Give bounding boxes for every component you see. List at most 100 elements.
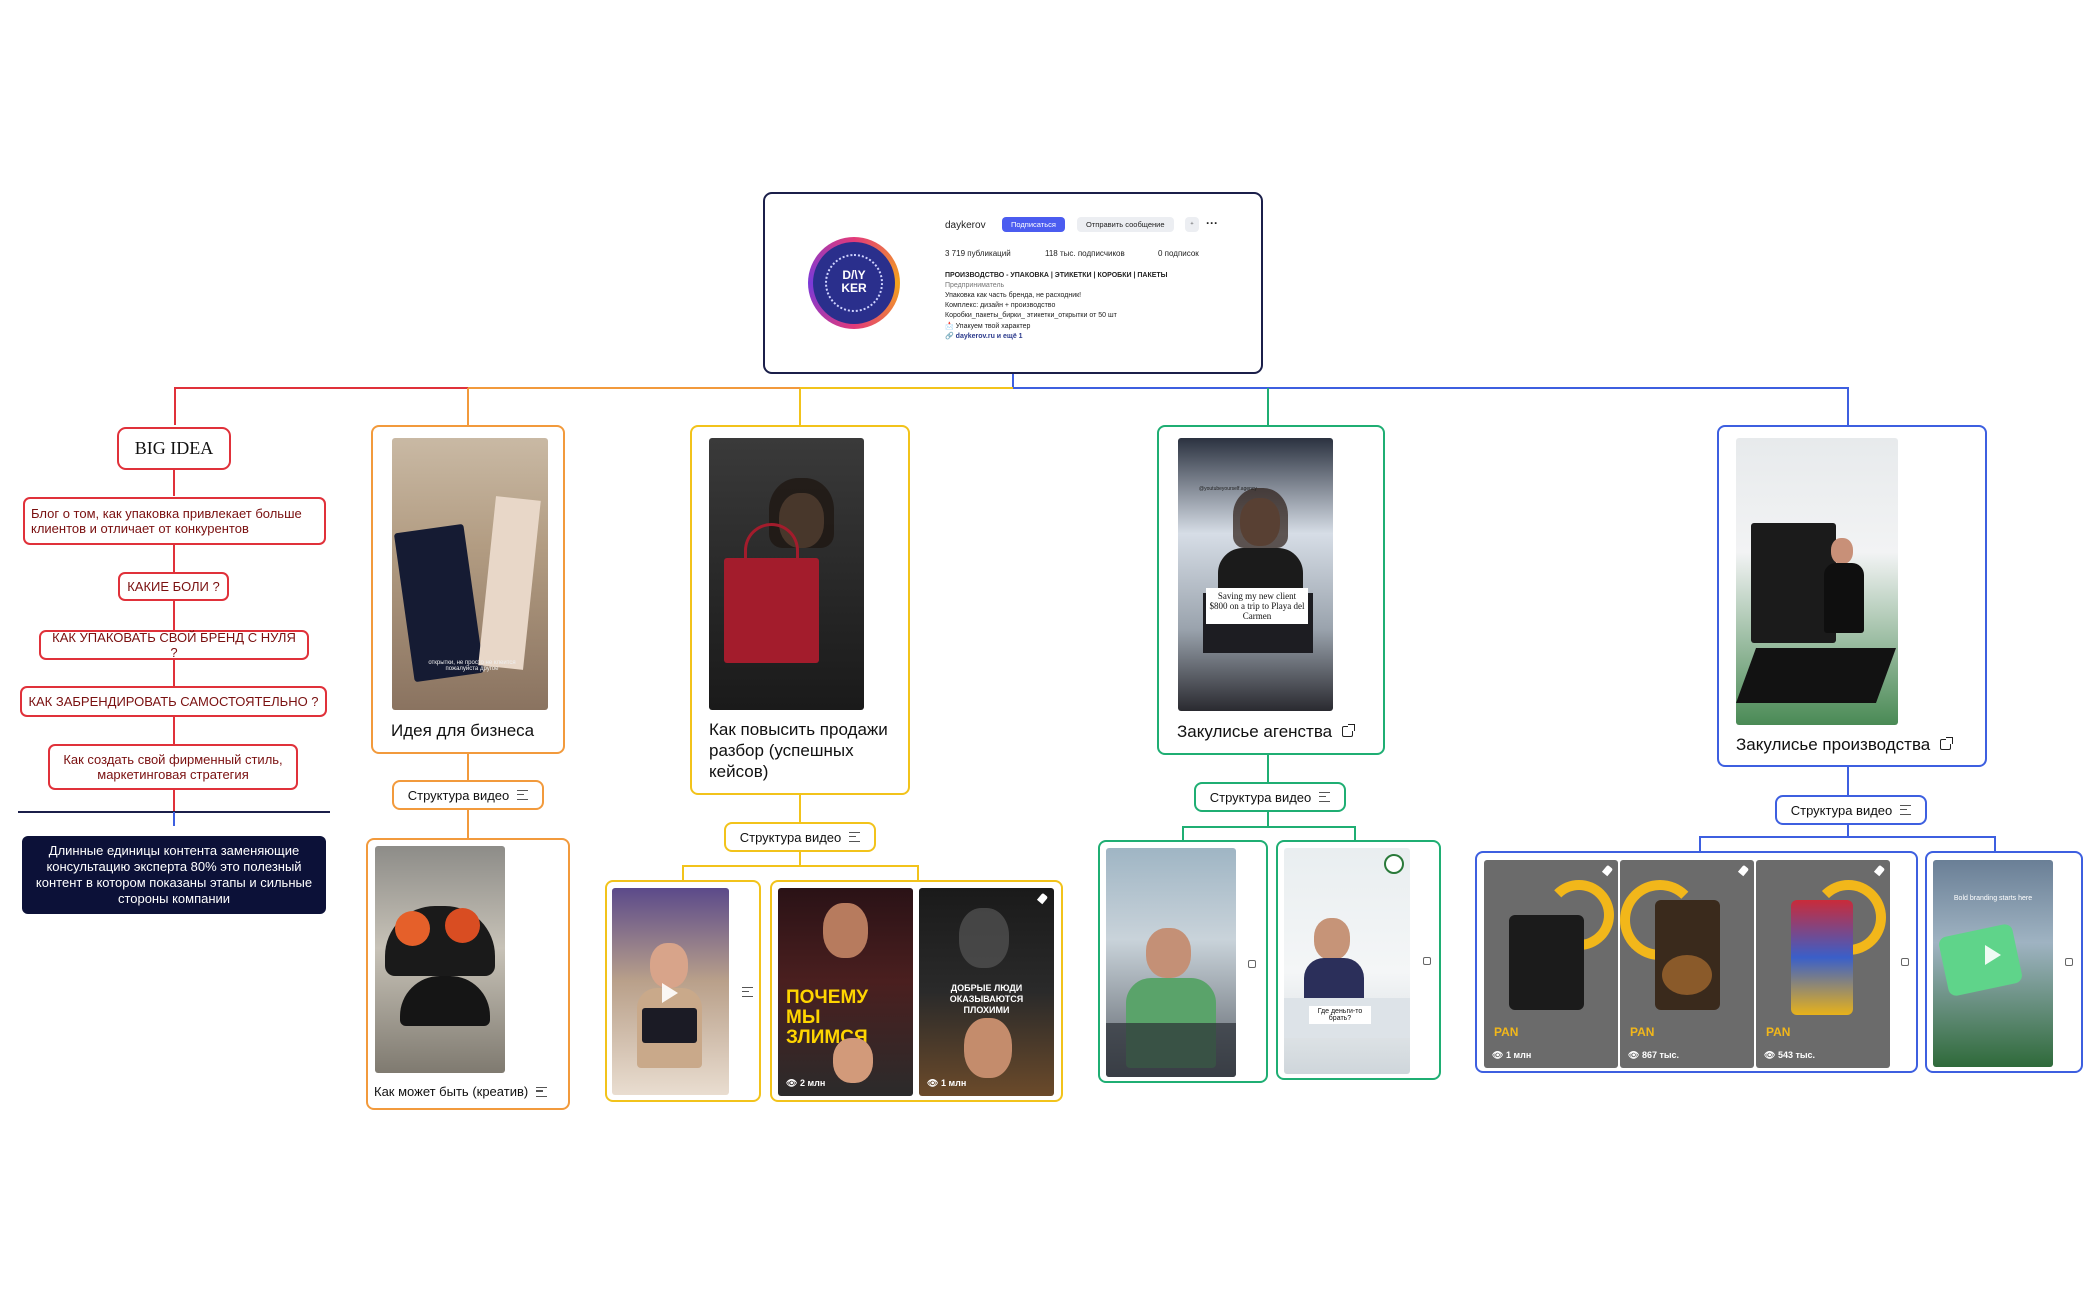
external-link-icon[interactable] — [1248, 960, 1256, 968]
brand-logo-avatar: D/\Y KER — [808, 237, 900, 329]
view-count-text: 1 млн — [940, 1078, 967, 1088]
reel-thumbnail[interactable] — [612, 888, 729, 1095]
profile-username: daykerov — [945, 220, 986, 231]
reel-example-node[interactable] — [1098, 840, 1268, 1083]
video-thumbnail[interactable]: открытки, не просто не клеится пожалуйст… — [392, 438, 548, 710]
video-thumbnail[interactable]: @youtubeyourself.agency Saving my new cl… — [1178, 438, 1333, 711]
notes-icon — [849, 832, 861, 842]
external-link-icon[interactable] — [1901, 958, 1909, 966]
reel-thumbnail[interactable]: PAN 👁 867 тыс. — [1620, 860, 1754, 1068]
reel-example-node[interactable]: Где деньги-то брать? — [1276, 840, 1441, 1080]
branch-title: Идея для бизнеса — [391, 721, 535, 740]
pill-label: Структура видео — [739, 829, 842, 845]
reel-thumbnail[interactable]: Где деньги-то брать? — [1284, 848, 1410, 1074]
question-node[interactable]: КАК УПАКОВАТЬ СВОЙ БРЕНД С НУЛЯ ? — [39, 630, 309, 660]
notes-icon — [517, 790, 529, 800]
branch-idea-business[interactable]: открытки, не просто не клеится пожалуйст… — [371, 425, 565, 754]
reels-pair-node[interactable]: ПОЧЕМУ МЫ ЗЛИМСЯ 👁 2 млн ДОБРЫЕ ЛЮДИ ОКА… — [770, 880, 1063, 1102]
blog-description-node[interactable]: Блог о том, как упаковка привлекает боль… — [23, 497, 326, 545]
thumbnail-caption: Где деньги-то брать? — [1309, 1006, 1371, 1024]
view-count: 👁 867 тыс. — [1628, 1050, 1680, 1060]
video-structure-button[interactable]: Структура видео — [1194, 782, 1346, 812]
bio-link[interactable]: 🔗 daykerov.ru и ещё 1 — [945, 333, 1023, 340]
branch-sales-analysis[interactable]: Как повысить продажи разбор (успешных ке… — [690, 425, 910, 795]
brand-mark: PAN — [1630, 1025, 1655, 1039]
bio-line: 📩 Упакуем твой характер — [945, 323, 1031, 330]
question-node[interactable]: КАК ЗАБРЕНДИРОВАТЬ САМОСТОЯТЕЛЬНО ? — [20, 686, 327, 717]
reel-example-node[interactable] — [605, 880, 761, 1102]
creative-caption: Как может быть (креатив) — [374, 1084, 529, 1099]
branch-production-backstage[interactable]: Закулисье производства — [1717, 425, 1987, 767]
pill-label: Структура видео — [1209, 789, 1312, 805]
play-icon — [1985, 945, 2001, 965]
reel-thumbnail[interactable] — [1106, 848, 1236, 1077]
reel-thumbnail[interactable]: ДОБРЫЕ ЛЮДИ ОКАЗЫВАЮТСЯ ПЛОХИМИ 👁 1 млн — [919, 888, 1054, 1096]
reel-thumbnail[interactable]: Bold branding starts here — [1933, 860, 2053, 1067]
following-count[interactable]: 0 подписок — [1158, 249, 1199, 258]
bio-line: Коробки_пакеты_бирки_ этикетки_открытки … — [945, 312, 1117, 319]
logo-text: D/\Y KER — [841, 268, 867, 295]
creative-thumbnail[interactable] — [375, 846, 505, 1073]
thumbnail-caption: открытки, не просто не клеится пожалуйст… — [428, 660, 516, 672]
follow-button[interactable]: Подписаться — [1002, 217, 1065, 232]
posts-count: 3 719 публикаций — [945, 249, 1011, 258]
notes-icon — [1900, 805, 1912, 815]
notes-icon — [742, 987, 753, 997]
play-icon — [662, 983, 678, 1003]
brand-mark: PAN — [1494, 1025, 1519, 1039]
reels-row-node[interactable]: PAN 👁 1 млн PAN 👁 867 тыс. PAN 👁 543 тыс… — [1475, 851, 1918, 1073]
reel-thumbnail[interactable]: PAN 👁 543 тыс. — [1756, 860, 1890, 1068]
bio-title: ПРОИЗВОДСТВО - УПАКОВКА | ЭТИКЕТКИ | КОР… — [945, 272, 1168, 279]
video-structure-button[interactable]: Структура видео — [392, 780, 544, 810]
branch-agency-backstage[interactable]: @youtubeyourself.agency Saving my new cl… — [1157, 425, 1385, 755]
pin-icon — [1601, 864, 1614, 877]
video-structure-button[interactable]: Структура видео — [1775, 795, 1927, 825]
reel-thumbnail[interactable]: PAN 👁 1 млн — [1484, 860, 1618, 1068]
more-options-icon[interactable]: ··· — [1206, 216, 1218, 230]
view-count: 👁 543 тыс. — [1764, 1050, 1816, 1060]
notes-icon — [1319, 792, 1331, 802]
branch-title-row: Закулисье производства — [1736, 734, 1953, 755]
view-count: 👁 1 млн — [927, 1078, 967, 1088]
bio-line: Упаковка как часть бренда, не расходник! — [945, 292, 1082, 299]
pill-label: Структура видео — [1790, 802, 1893, 818]
creative-example-node[interactable]: Как может быть (креатив) — [366, 838, 570, 1110]
video-structure-button[interactable]: Структура видео — [724, 822, 876, 852]
send-message-button[interactable]: Отправить сообщение — [1077, 217, 1174, 232]
reel-title: ДОБРЫЕ ЛЮДИ ОКАЗЫВАЮТСЯ ПЛОХИМИ — [949, 983, 1024, 1015]
external-link-icon[interactable] — [1939, 737, 1953, 750]
pin-icon — [1036, 892, 1049, 905]
pin-icon — [1737, 864, 1750, 877]
bio-category: Предприниматель — [945, 282, 1005, 289]
question-node[interactable]: Как создать свой фирменный стиль, маркет… — [48, 744, 298, 790]
branch-title-row: Закулисье агенства — [1177, 721, 1355, 742]
branch-title: Закулисье производства — [1736, 735, 1931, 754]
view-count-text: 2 млн — [799, 1078, 826, 1088]
view-count: 👁 1 млн — [1492, 1050, 1532, 1060]
add-user-icon[interactable]: ⁺ — [1185, 217, 1199, 232]
branch-title: Закулисье агенства — [1177, 722, 1333, 741]
branch-title: Как повысить продажи разбор (успешных ке… — [709, 720, 888, 781]
video-thumbnail[interactable] — [709, 438, 864, 710]
instagram-profile-card: D/\Y KER daykerov Подписаться Отправить … — [763, 192, 1263, 374]
video-thumbnail[interactable] — [1736, 438, 1898, 725]
bio-line: Комплекс: дизайн + производство — [945, 302, 1056, 309]
bio-link-text: daykerov.ru и ещё 1 — [955, 333, 1023, 340]
followers-count[interactable]: 118 тыс. подписчиков — [1045, 249, 1125, 258]
thumbnail-tag: @youtubeyourself.agency — [1199, 486, 1257, 492]
external-link-icon[interactable] — [1423, 957, 1431, 965]
summary-note[interactable]: Длинные единицы контента заменяющие конс… — [22, 836, 326, 914]
brand-mark: PAN — [1766, 1025, 1791, 1039]
external-link-icon[interactable] — [2065, 958, 2073, 966]
big-idea-node[interactable]: BIG IDEA — [117, 427, 231, 470]
reel-example-node[interactable]: Bold branding starts here — [1925, 851, 2083, 1073]
pains-node[interactable]: КАКИЕ БОЛИ ? — [118, 572, 229, 601]
pill-label: Структура видео — [407, 787, 510, 803]
view-count-text: 867 тыс. — [1641, 1050, 1680, 1060]
external-link-icon[interactable] — [1341, 724, 1355, 737]
view-count-text: 543 тыс. — [1777, 1050, 1816, 1060]
reel-thumbnail[interactable]: ПОЧЕМУ МЫ ЗЛИМСЯ 👁 2 млн — [778, 888, 913, 1096]
thumbnail-caption: Bold branding starts here — [1953, 895, 2033, 902]
notes-icon — [536, 1086, 548, 1097]
